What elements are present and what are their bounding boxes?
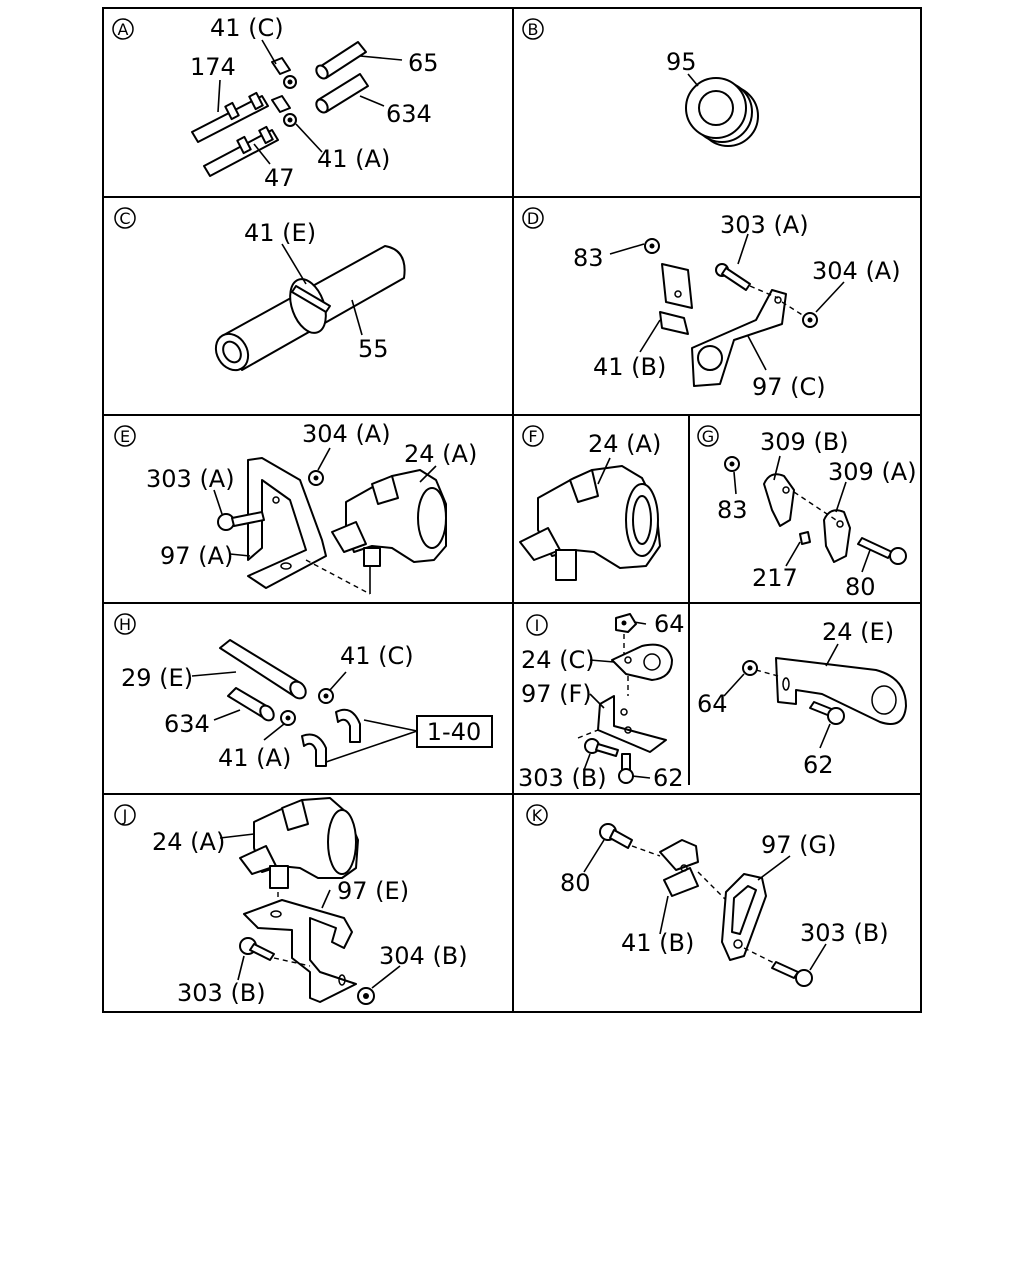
panel-letter-j: J [122, 806, 128, 825]
label-97c: 97 (C) [752, 373, 826, 401]
hose-55-part [214, 245, 406, 372]
label-304a-d: 304 (A) [812, 257, 901, 285]
label-83-d: 83 [573, 244, 604, 272]
label-174: 174 [190, 53, 236, 81]
panel-letter-h: H [119, 615, 131, 634]
label-97f: 97 (F) [521, 680, 592, 708]
label-634-h: 634 [164, 710, 210, 738]
panel-g: G 309 (B) 309 (A) 83 217 80 [697, 425, 917, 601]
label-65: 65 [408, 49, 439, 77]
label-55: 55 [358, 335, 389, 363]
label-41a: 41 (A) [317, 145, 390, 173]
label-303b-i: 303 (B) [518, 764, 607, 792]
panel-f: F 24 (A) [519, 425, 661, 581]
panel-letter-k: K [532, 806, 543, 825]
label-303a-e: 303 (A) [146, 465, 235, 493]
label-95: 95 [666, 48, 697, 76]
label-24a-f: 24 (A) [588, 430, 661, 458]
panel-h: H 1-40 41 (C) 29 (E) 634 41 (A) [114, 613, 493, 772]
label-64-i: 64 [654, 610, 685, 638]
panel-letter-b: B [528, 20, 539, 39]
label-29e: 29 (E) [121, 664, 193, 692]
label-634: 634 [386, 100, 432, 128]
label-24a-e: 24 (A) [404, 440, 477, 468]
label-97a: 97 (A) [160, 542, 233, 570]
label-303a-d: 303 (A) [720, 211, 809, 239]
label-24e: 24 (E) [822, 618, 894, 646]
label-303b-k: 303 (B) [800, 919, 889, 947]
panel-j: J 24 (A) 97 (E) 303 (B) 304 (B) [114, 797, 468, 1007]
panel-letter-d: D [527, 209, 539, 228]
panel-letter-i: I [535, 616, 540, 635]
label-309b: 309 (B) [760, 428, 849, 456]
label-80-g: 80 [845, 573, 876, 601]
panel-letter-g: G [702, 427, 714, 446]
label-304a-e: 304 (A) [302, 420, 391, 448]
panel-i-right: 24 (E) 64 62 [697, 618, 907, 779]
panel-letter-e: E [120, 427, 130, 446]
panel-letter-c: C [119, 209, 130, 228]
label-97e: 97 (E) [337, 877, 409, 905]
label-304b: 304 (B) [379, 942, 468, 970]
label-303b-j: 303 (B) [177, 979, 266, 1007]
panel-grid [102, 7, 922, 1013]
panel-e: E 304 (A) 24 (A) 303 (A) 97 (A) [114, 420, 477, 595]
label-97g: 97 (G) [761, 831, 837, 859]
panel-k: K 97 (G) 80 41 (B) 303 (B) [526, 804, 889, 987]
panel-c: C 41 (E) 55 [114, 207, 406, 372]
panel-a: A 41 (C) 174 65 634 41 (A) 47 [112, 14, 439, 192]
label-41e: 41 (E) [244, 219, 316, 247]
label-41c: 41 (C) [210, 14, 284, 42]
panel-letter-f: F [528, 427, 537, 446]
label-24a-j: 24 (A) [152, 828, 225, 856]
panel-b: B 95 [522, 18, 759, 147]
label-47: 47 [264, 164, 295, 192]
label-80-k: 80 [560, 869, 591, 897]
label-24c: 24 (C) [521, 646, 595, 674]
label-83-g: 83 [717, 496, 748, 524]
panel-d: D 83 303 (A) 304 (A) 41 (B) 97 (C) [522, 207, 901, 401]
label-41b-d: 41 (B) [593, 353, 666, 381]
ref-box-1-40: 1-40 [427, 718, 481, 746]
panel-i: I 64 24 (C) 97 (F) 303 (B) 62 [518, 610, 685, 792]
label-64-r: 64 [697, 690, 728, 718]
sensor-24a-f-part [519, 465, 661, 581]
label-62-i: 62 [653, 764, 684, 792]
label-41a-h: 41 (A) [218, 744, 291, 772]
label-41b-k: 41 (B) [621, 929, 694, 957]
label-41c-h: 41 (C) [340, 642, 414, 670]
panel-letter-a: A [118, 20, 129, 39]
label-62-r: 62 [803, 751, 834, 779]
label-217: 217 [752, 564, 798, 592]
grommet-95-part [685, 77, 759, 147]
label-309a: 309 (A) [828, 458, 917, 486]
